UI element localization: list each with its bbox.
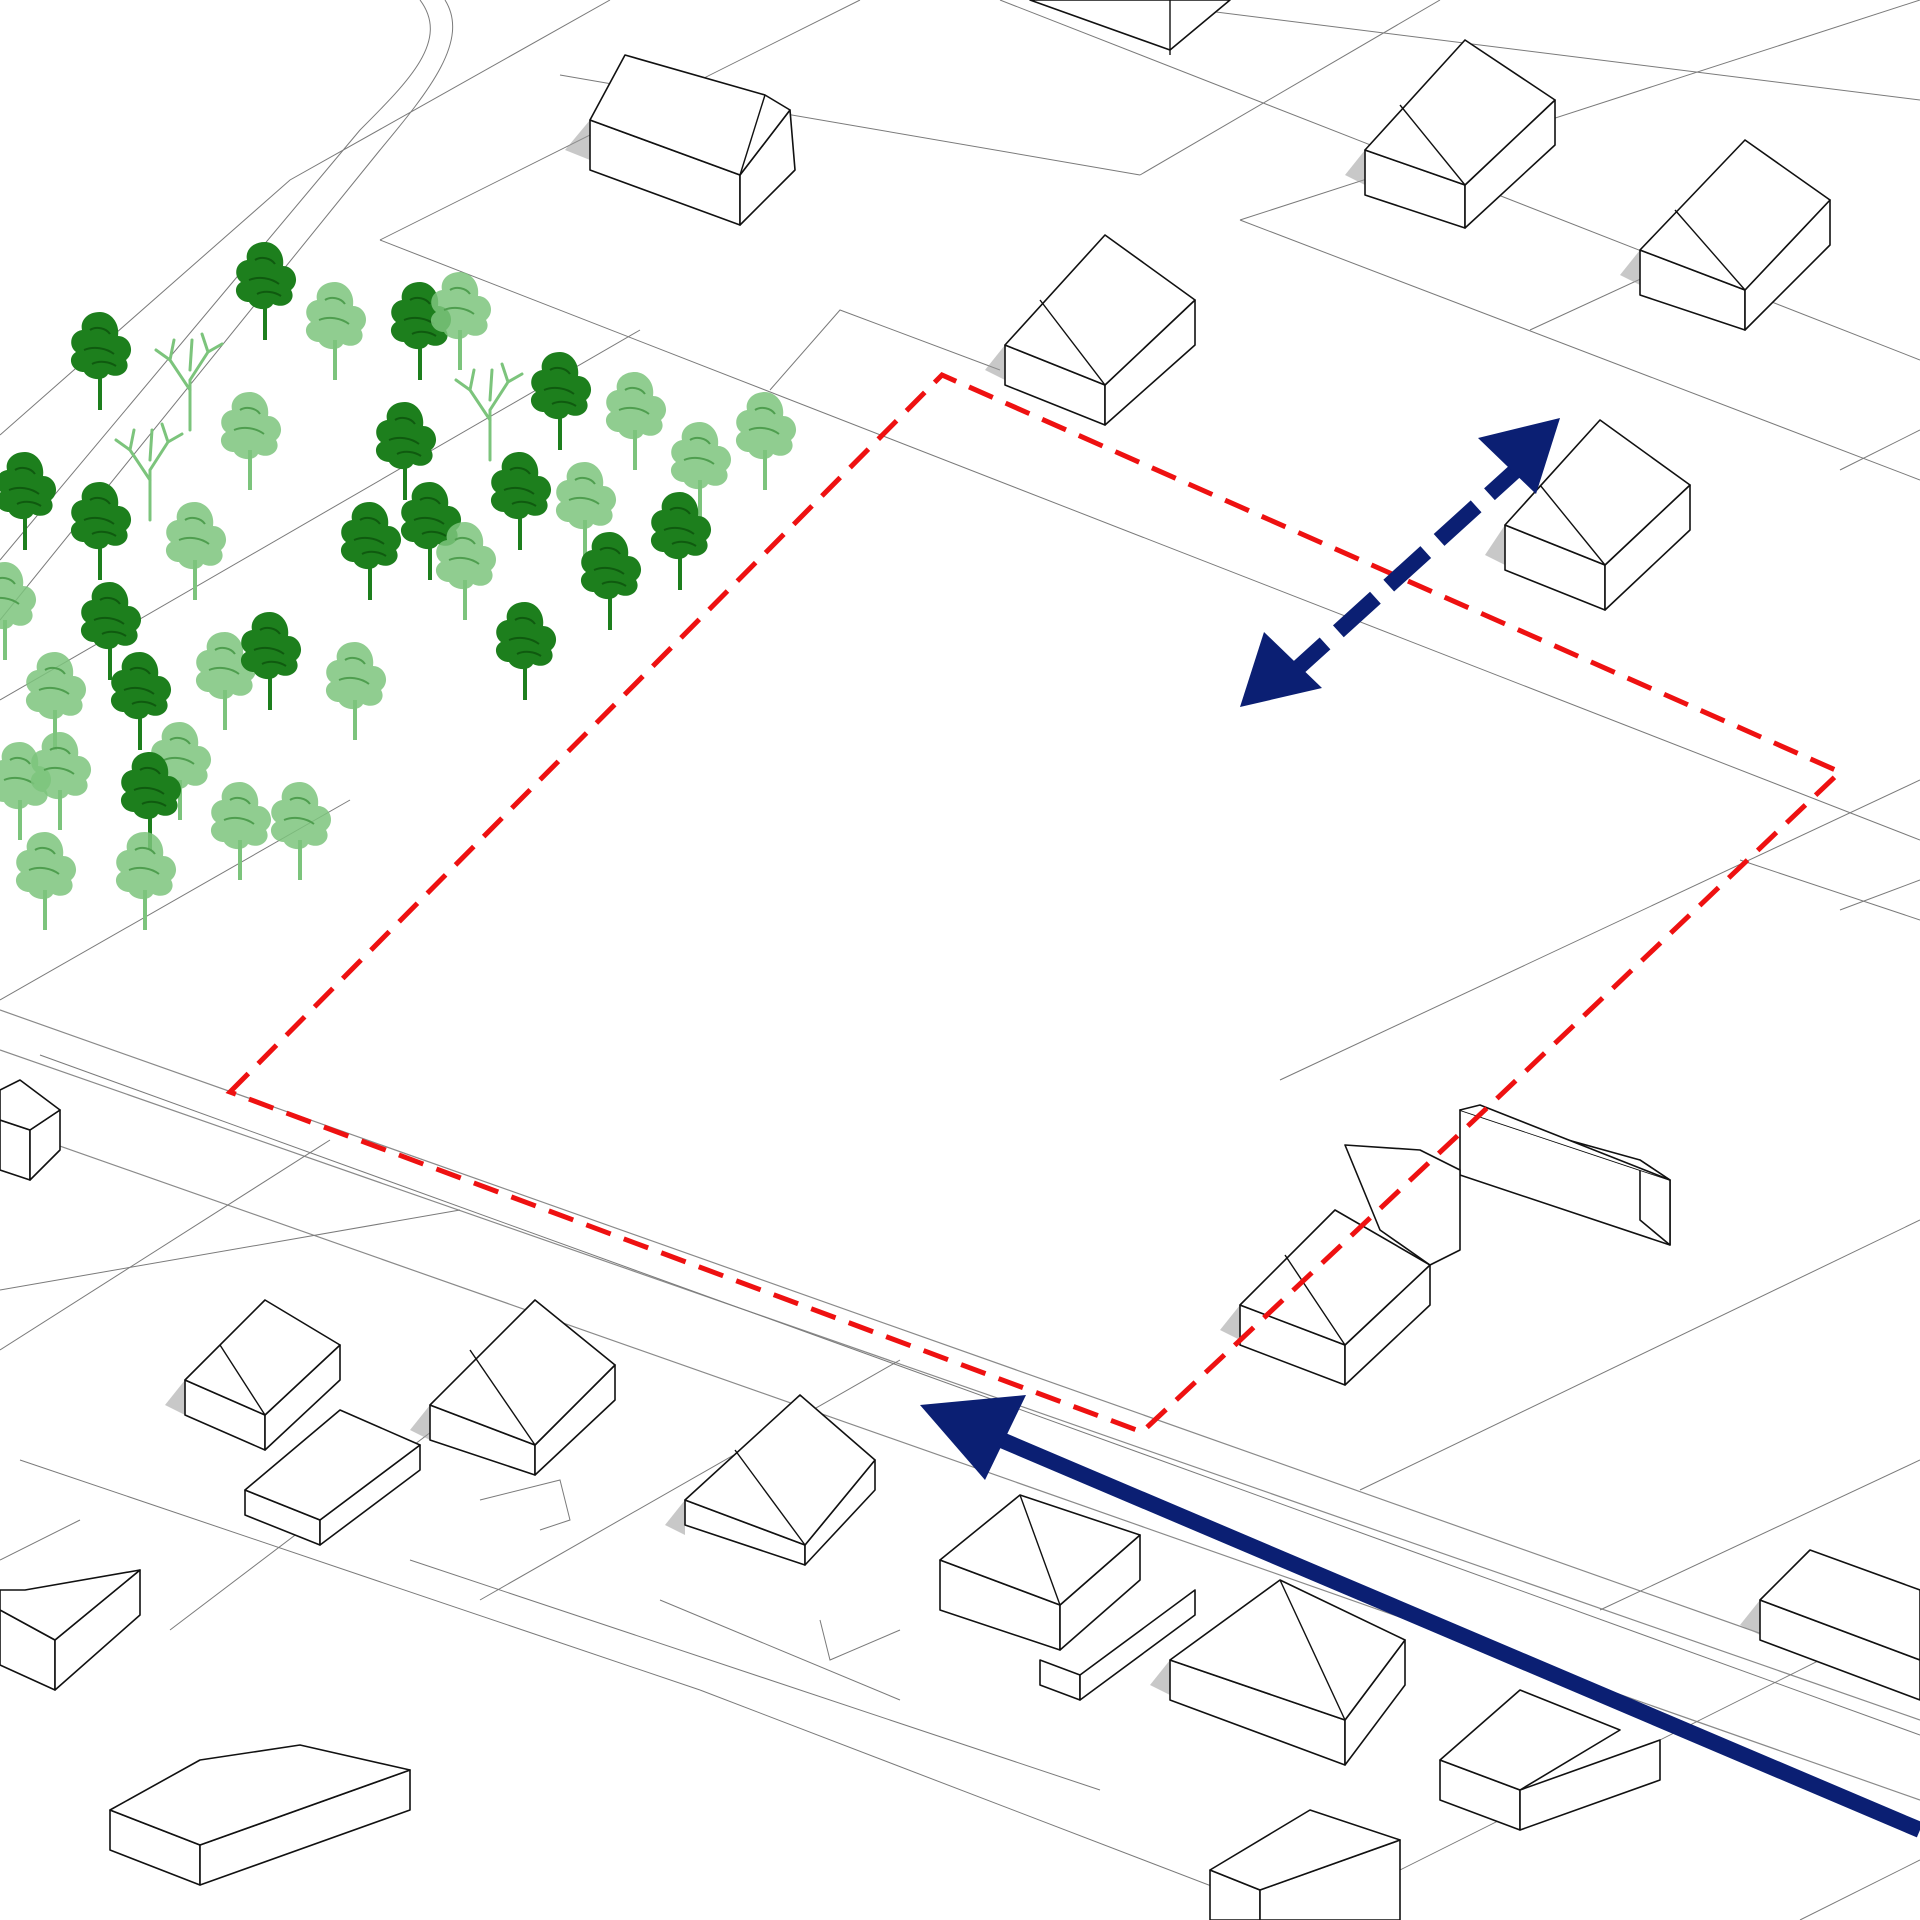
building — [1459, 1104, 1671, 1246]
building — [1485, 419, 1691, 611]
tree-icon — [114, 831, 178, 931]
arrowhead-west — [920, 1395, 1026, 1480]
building — [1209, 1809, 1401, 1920]
building — [109, 1744, 411, 1886]
tree-icon — [269, 781, 333, 881]
tree-icon — [494, 601, 558, 701]
tree-icon — [579, 531, 643, 631]
building — [1039, 1589, 1196, 1701]
building — [565, 54, 796, 226]
tree-icon — [604, 371, 668, 471]
building — [1620, 139, 1831, 331]
building — [939, 1494, 1141, 1651]
tree-icon — [14, 831, 78, 931]
building — [1345, 39, 1556, 229]
tree-icon — [219, 391, 283, 491]
tree-icon — [324, 641, 388, 741]
building — [1740, 1549, 1920, 1701]
main-approach-arrow — [920, 1395, 1920, 1838]
tree-icon — [209, 781, 273, 881]
tree-icon — [529, 351, 593, 451]
building — [1029, 0, 1231, 55]
tree-icon — [239, 611, 303, 711]
building — [1439, 1689, 1661, 1831]
building — [410, 1299, 616, 1476]
building — [0, 1569, 141, 1691]
tree-icon — [29, 731, 93, 831]
tree-icon — [69, 311, 133, 411]
tree-icon — [649, 491, 713, 591]
arrowhead-south — [1240, 632, 1322, 707]
building — [1150, 1579, 1406, 1766]
building — [1220, 1144, 1461, 1386]
tree-icon — [0, 561, 38, 661]
arrowhead-north — [1478, 418, 1560, 494]
bidirectional-access-arrow — [1240, 418, 1560, 707]
building — [244, 1409, 421, 1546]
tree-icon — [734, 391, 798, 491]
tree-icon — [304, 281, 368, 381]
tree-icon — [429, 271, 493, 371]
bare-tree-icon — [454, 362, 524, 462]
tree-icon — [164, 501, 228, 601]
building — [0, 1079, 61, 1181]
building — [165, 1299, 341, 1451]
tree-icon — [339, 501, 403, 601]
tree-icon — [69, 481, 133, 581]
bare-tree-icon — [114, 422, 184, 522]
building — [985, 234, 1196, 426]
tree-icon — [0, 451, 58, 551]
tree-grove — [0, 241, 798, 931]
tree-icon — [489, 451, 553, 551]
tree-icon — [234, 241, 298, 341]
site-boundary — [225, 372, 1845, 1435]
building — [665, 1394, 876, 1566]
